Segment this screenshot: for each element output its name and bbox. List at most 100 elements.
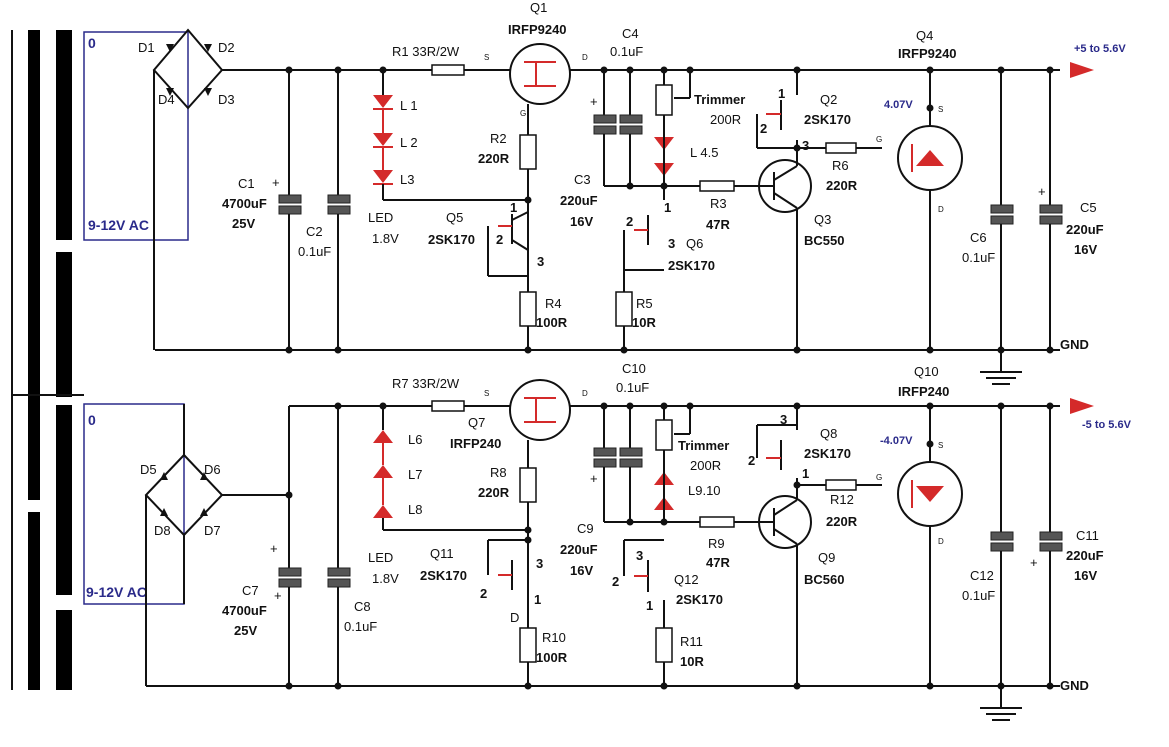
plus-c9: + (590, 471, 598, 486)
gnd-lower: GND (1060, 678, 1089, 693)
pin-q1-g: G (520, 109, 526, 118)
pin-q11-1: 1 (534, 592, 541, 607)
upper-dots (285, 66, 1054, 354)
label-l2: L 2 (400, 135, 418, 150)
value-r3: 47R (706, 217, 730, 232)
value-r8: 220R (478, 485, 510, 500)
value-r10: 100R (536, 650, 568, 665)
part-q3: BC550 (804, 233, 844, 248)
part-q1: IRFP9240 (508, 22, 567, 37)
voltage-c7: 25V (234, 623, 257, 638)
label-trimmer-lower: Trimmer (678, 438, 729, 453)
part-q5: 2SK170 (428, 232, 475, 247)
label-c3: C3 (574, 172, 591, 187)
value-c3: 220uF (560, 193, 598, 208)
pin-q8-2: 2 (748, 453, 755, 468)
label-c6: C6 (970, 230, 987, 245)
voltage-c11: 16V (1074, 568, 1097, 583)
pin-q10-g: G (876, 473, 882, 482)
value-c1: 4700uF (222, 196, 267, 211)
label-d4: D4 (158, 92, 175, 107)
pin-q5-2: 2 (496, 232, 503, 247)
value-c5: 220uF (1066, 222, 1104, 237)
pin-q7-s: S (484, 389, 489, 398)
label-r1: R1 33R/2W (392, 44, 460, 59)
label-r9: R9 (708, 536, 725, 551)
pin-q5-1: 1 (510, 200, 517, 215)
lower-dots (285, 402, 1054, 690)
label-led-lower: LED (368, 550, 393, 565)
label-c1: C1 (238, 176, 255, 191)
voltage-c3: 16V (570, 214, 593, 229)
upper-wiring (152, 28, 1094, 385)
value-r6: 220R (826, 178, 858, 193)
label-r7: R7 33R/2W (392, 376, 460, 391)
label-c8: C8 (354, 599, 371, 614)
label-q10: Q10 (914, 364, 939, 379)
pin-q4-g: G (876, 135, 882, 144)
label-q3: Q3 (814, 212, 831, 227)
label-c5: C5 (1080, 200, 1097, 215)
value-trimmer-upper: 200R (710, 112, 741, 127)
part-q4: IRFP9240 (898, 46, 957, 61)
pin-q8-3: 3 (780, 412, 787, 427)
pin-q6-2: 2 (626, 214, 633, 229)
label-q12: Q12 (674, 572, 699, 587)
label-d1: D1 (138, 40, 155, 55)
label-l45: L 4.5 (690, 145, 718, 160)
label-d6: D6 (204, 462, 221, 477)
part-q10: IRFP240 (898, 384, 949, 399)
label-trimmer-upper: Trimmer (694, 92, 745, 107)
label-r12: R12 (830, 492, 854, 507)
pin-q11-2: 2 (480, 586, 487, 601)
label-c2: C2 (306, 224, 323, 239)
pin-q12-3: 3 (636, 548, 643, 563)
label-r6: R6 (832, 158, 849, 173)
label-l6: L6 (408, 432, 422, 447)
label-led-upper: LED (368, 210, 393, 225)
part-q6: 2SK170 (668, 258, 715, 273)
part-q2: 2SK170 (804, 112, 851, 127)
pin-q2-2: 2 (760, 121, 767, 136)
label-r5: R5 (636, 296, 653, 311)
label-q6: Q6 (686, 236, 703, 251)
pin-q11-d: D (510, 610, 519, 625)
value-r5: 10R (632, 315, 656, 330)
value-c7: 4700uF (222, 603, 267, 618)
label-c4: C4 (622, 26, 639, 41)
voltage-c1: 25V (232, 216, 255, 231)
pin-q12-2: 2 (612, 574, 619, 589)
value-r11: 10R (680, 654, 704, 669)
pin-q4-s: S (938, 105, 943, 114)
label-led-v-upper: 1.8V (372, 231, 399, 246)
part-q9: BC560 (804, 572, 844, 587)
value-c12: 0.1uF (962, 588, 995, 603)
gate-v-upper: 4.07V (884, 99, 913, 111)
gnd-upper: GND (1060, 337, 1089, 352)
label-r10: R10 (542, 630, 566, 645)
label-c10: C10 (622, 361, 646, 376)
gate-v-lower: -4.07V (880, 435, 913, 447)
lower-ac-label: 9-12V AC (86, 584, 147, 600)
label-r2: R2 (490, 131, 507, 146)
pin-q1-s: S (484, 53, 489, 62)
label-d2: D2 (218, 40, 235, 55)
upper-tap-label: 0 (88, 35, 96, 51)
value-r4: 100R (536, 315, 568, 330)
label-q9: Q9 (818, 550, 835, 565)
transformer (11, 30, 189, 690)
part-q8: 2SK170 (804, 446, 851, 461)
value-c11: 220uF (1066, 548, 1104, 563)
pin-q10-d: D (938, 537, 944, 546)
value-trimmer-lower: 200R (690, 458, 721, 473)
plus-c7-top: + (270, 541, 278, 556)
label-d5: D5 (140, 462, 157, 477)
pin-q4-d: D (938, 205, 944, 214)
label-q2: Q2 (820, 92, 837, 107)
pin-q10-s: S (938, 441, 943, 450)
pin-q11-3: 3 (536, 556, 543, 571)
value-c2: 0.1uF (298, 244, 331, 259)
label-q7: Q7 (468, 415, 485, 430)
value-c9: 220uF (560, 542, 598, 557)
